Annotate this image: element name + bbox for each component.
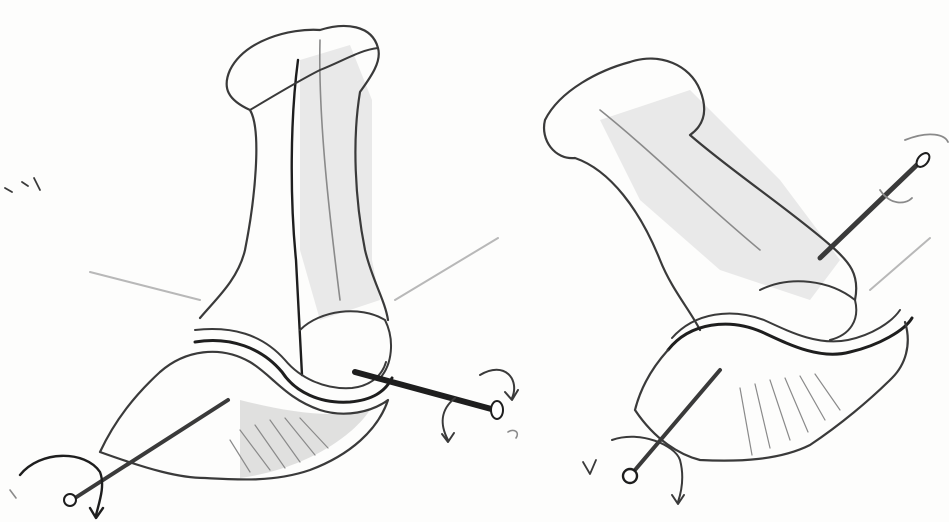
left-rotation-arrowhead-right [505, 390, 518, 400]
right-rod-lower-end [623, 469, 637, 483]
right-axis-line [870, 238, 930, 290]
left-rod-horizontal [355, 372, 495, 410]
right-joint-surface-outer [668, 318, 912, 354]
left-small-mark-3 [508, 430, 517, 438]
right-small-v-mark [583, 460, 596, 474]
left-rotation-arrow-bottom [20, 456, 102, 515]
left-rod-end [491, 401, 503, 419]
right-upper-bone-shading [600, 90, 840, 300]
left-rotation-arrow-right [480, 370, 514, 398]
left-joint-sketch [5, 26, 518, 518]
left-upper-bone-shading [300, 45, 380, 320]
right-lower-hatching [740, 374, 840, 455]
left-rotation-arrowhead-mid [442, 433, 454, 442]
right-joint-sketch [544, 59, 948, 504]
left-condyle [300, 311, 391, 378]
right-rod-upper [820, 160, 922, 258]
left-rod-diagonal [75, 400, 228, 498]
left-joint-surface-inner [195, 329, 386, 388]
left-lower-bone-shading [240, 400, 370, 478]
left-margin-marks [5, 178, 40, 192]
left-small-mark-2 [10, 490, 16, 498]
left-rod-lower-end [64, 494, 76, 506]
